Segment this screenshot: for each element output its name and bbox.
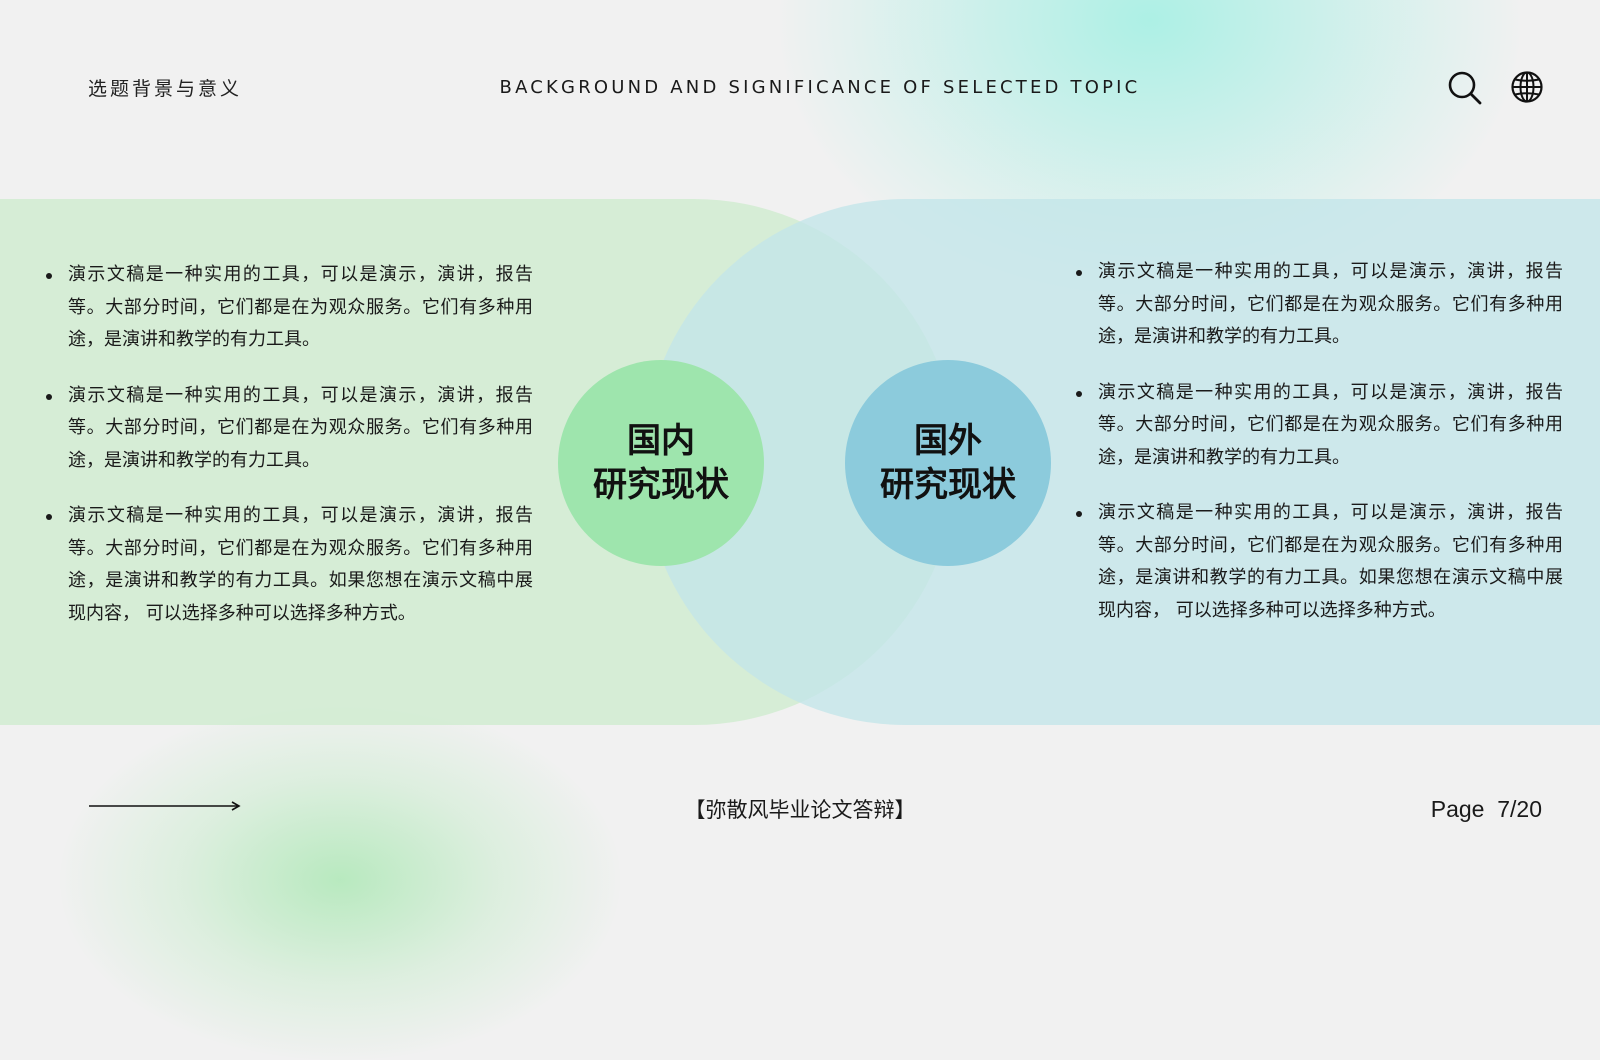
foreign-circle-line2: 研究现状 xyxy=(880,465,1016,505)
domestic-circle-line2: 研究现状 xyxy=(593,465,729,505)
globe-icon[interactable] xyxy=(1510,70,1544,104)
domestic-bullet-list: 演示文稿是一种实用的工具，可以是演示，演讲，报告等。大部分时间，它们都是在为观众… xyxy=(46,259,533,653)
section-title-cn: 选题背景与意义 xyxy=(88,78,243,100)
domestic-research-circle: 国内 研究现状 xyxy=(558,360,764,566)
page-indicator: Page 7/20 xyxy=(1430,796,1542,822)
background-blur-bottom xyxy=(60,700,620,1060)
list-item: 演示文稿是一种实用的工具，可以是演示，演讲，报告等。大部分时间，它们都是在为观众… xyxy=(46,259,533,357)
list-item: 演示文稿是一种实用的工具，可以是演示，演讲，报告等。大部分时间，它们都是在为观众… xyxy=(1076,497,1563,627)
list-item: 演示文稿是一种实用的工具，可以是演示，演讲，报告等。大部分时间，它们都是在为观众… xyxy=(46,380,533,478)
foreign-research-circle: 国外 研究现状 xyxy=(845,360,1051,566)
foreign-panel xyxy=(643,199,1600,725)
foreign-circle-line1: 国外 xyxy=(914,421,982,461)
arrow-right-icon xyxy=(89,801,241,811)
list-item: 演示文稿是一种实用的工具，可以是演示，演讲，报告等。大部分时间，它们都是在为观众… xyxy=(1076,377,1563,475)
list-item: 演示文稿是一种实用的工具，可以是演示，演讲，报告等。大部分时间，它们都是在为观众… xyxy=(46,500,533,630)
list-item: 演示文稿是一种实用的工具，可以是演示，演讲，报告等。大部分时间，它们都是在为观众… xyxy=(1076,256,1563,354)
presentation-title: 【弥散风毕业论文答辩】 xyxy=(684,798,916,822)
domestic-circle-line1: 国内 xyxy=(627,421,695,461)
foreign-bullet-list: 演示文稿是一种实用的工具，可以是演示，演讲，报告等。大部分时间，它们都是在为观众… xyxy=(1076,256,1563,650)
comparison-band: 演示文稿是一种实用的工具，可以是演示，演讲，报告等。大部分时间，它们都是在为观众… xyxy=(0,199,1600,725)
section-title-en: BACKGROUND AND SIGNIFICANCE OF SELECTED … xyxy=(499,77,1141,98)
search-icon[interactable] xyxy=(1447,70,1483,106)
